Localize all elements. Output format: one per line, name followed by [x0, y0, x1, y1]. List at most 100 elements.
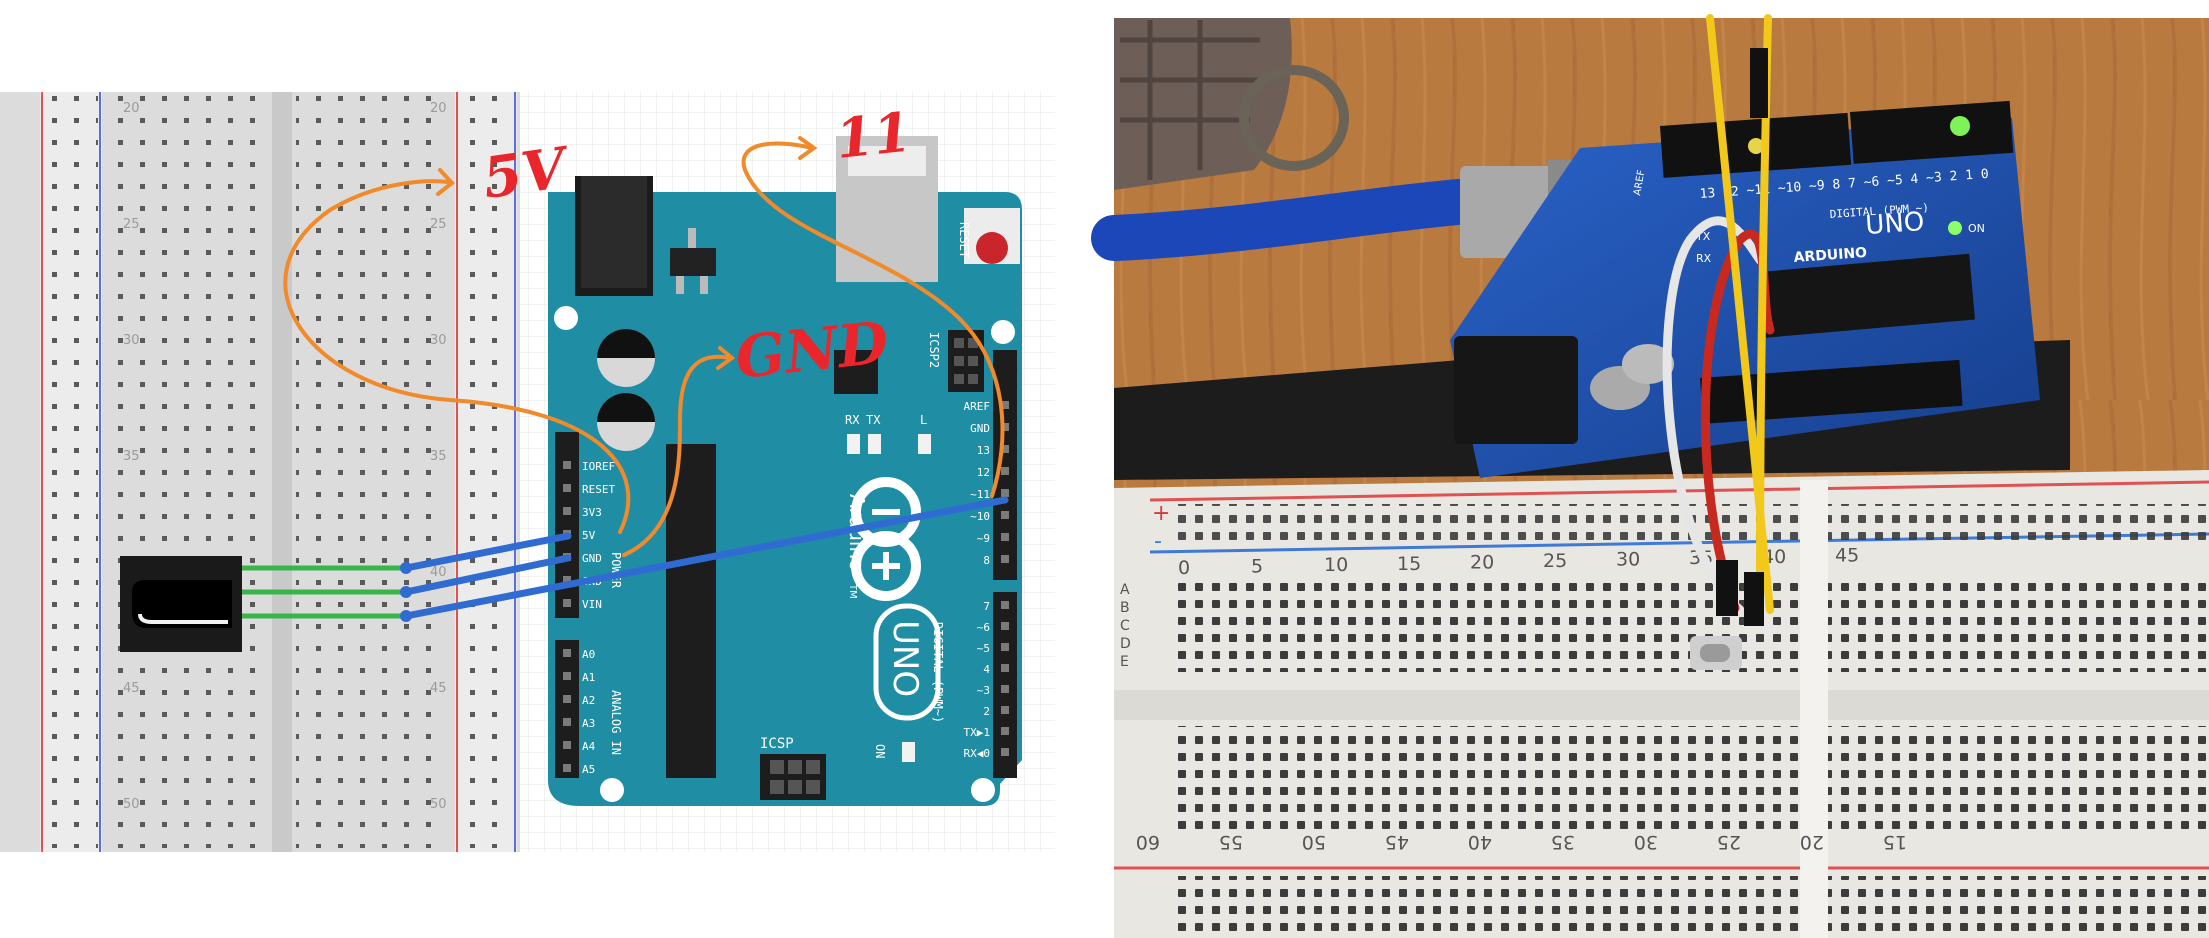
photo-row-letter: D — [1120, 636, 1131, 652]
arrow-pin-11-head — [798, 136, 818, 160]
header-pin — [1001, 622, 1009, 630]
power-pin-label: GND — [582, 552, 602, 565]
power-label: POWER — [609, 552, 623, 589]
power-pin-label: 5V — [582, 529, 596, 542]
photo-column-number: 30 — [1616, 549, 1640, 571]
photo-column-number: 60 — [1136, 831, 1160, 853]
mount-hole — [971, 778, 995, 802]
ir-receiver-sensor — [120, 556, 406, 652]
photo-arduino-board: 13 12 ~11 ~10 ~9 8 7 ~6 ~5 4 ~3 2 1 0 DI… — [1450, 100, 2040, 478]
photo-column-number: 55 — [1219, 831, 1243, 853]
digital-pin-label: GND — [970, 422, 990, 435]
photo-column-number: 5 — [1251, 556, 1263, 578]
breadboard-row-number: 30 — [430, 333, 447, 348]
digital-pin-label: ~3 — [977, 684, 990, 697]
power-pin-label: 3V3 — [582, 506, 602, 519]
photo-column-number: 45 — [1385, 831, 1409, 853]
photo-column-number: 25 — [1543, 550, 1567, 572]
photo-column-number: 45 — [1835, 544, 1859, 566]
arrow-5v — [283, 179, 631, 534]
photo-column-number: 15 — [1397, 553, 1421, 575]
digital-pin-label: ~10 — [970, 510, 990, 523]
annotation-arrows — [283, 136, 1005, 557]
photo-row-letter: C — [1120, 618, 1130, 634]
photo-power-jack — [1454, 336, 1578, 444]
mount-hole — [554, 306, 578, 330]
digital-pin-label: 13 — [977, 444, 990, 457]
usb-cable — [1091, 177, 1503, 261]
arrow-gnd — [622, 354, 732, 557]
photo-aref-label: AREF — [1632, 169, 1647, 197]
mount-hole — [600, 778, 624, 802]
header-pin — [563, 695, 571, 703]
photo-column-number: 30 — [1634, 831, 1658, 853]
photo-chip — [1760, 253, 1975, 338]
digital-pin-label: 8 — [983, 554, 990, 567]
analog-pin-label: A4 — [582, 740, 596, 753]
header-pin — [1001, 643, 1009, 651]
photo-on-label: ON — [1968, 222, 1985, 235]
digital-pin-label: 4 — [983, 663, 990, 676]
wire-yellow-short — [1756, 14, 1772, 614]
arrow-pin-11 — [741, 141, 1005, 498]
arduino-logo — [851, 477, 921, 601]
breadboard-row-number: 30 — [123, 333, 140, 348]
header-pin — [1001, 467, 1009, 475]
digital-pin-label: 2 — [983, 705, 990, 718]
header-pin — [563, 718, 571, 726]
rx-label: RX — [845, 413, 860, 427]
breadboard-row-number: 25 — [430, 217, 447, 232]
breadboard-row-number: 50 — [123, 797, 140, 812]
diagram-breadboard: 2020252530303535404045455050 — [0, 92, 520, 852]
analog-pin-label: A0 — [582, 648, 595, 661]
photo-uno: UNO — [1864, 207, 1925, 241]
header-pin — [563, 672, 571, 680]
annotation-gnd: GND — [732, 308, 891, 392]
digital-pin-label: 12 — [977, 466, 990, 479]
header-pin — [1001, 423, 1009, 431]
analog-in-label: ANALOG IN — [609, 690, 623, 755]
header-pin — [1001, 727, 1009, 735]
header-pin — [563, 484, 571, 492]
arduino-uno-board: IOREFRESET3V35VGNDGNDVINA0A1A2A3A4A5AREF… — [548, 136, 1022, 806]
photo-column-number: 20 — [1800, 831, 1824, 853]
photo-jumper-wires — [1662, 14, 1775, 626]
photo-rail-plus: + — [1152, 501, 1170, 526]
photo-rx-label: RX — [1696, 252, 1712, 265]
breadboard-row-number: 25 — [123, 217, 140, 232]
photo-column-number: 35 — [1551, 831, 1575, 853]
photo-column-number: 25 — [1717, 831, 1741, 853]
mount-hole — [991, 320, 1015, 344]
wire-5v — [402, 532, 572, 572]
header-pin — [1001, 555, 1009, 563]
digital-pin-label: 7 — [983, 600, 990, 613]
uno-badge: UNO — [885, 620, 925, 697]
annotation-11: 11 — [833, 99, 914, 171]
header-pin — [1001, 489, 1009, 497]
power-header — [555, 432, 579, 618]
photo-brand: ARDUINO — [1793, 245, 1867, 266]
icsp-label: ICSP — [760, 736, 794, 752]
photo-digital-header-2 — [1850, 100, 2014, 164]
header-pin — [1001, 706, 1009, 714]
analog-pin-label: A1 — [582, 671, 595, 684]
analog-pin-label: A3 — [582, 717, 595, 730]
photo-row-letter: E — [1120, 654, 1129, 670]
breadboard-row-number: 40 — [430, 565, 447, 580]
trademark: TM — [847, 583, 858, 599]
photo-column-number: 40 — [1468, 831, 1492, 853]
photo-row-letter: A — [1120, 582, 1130, 598]
icsp2-label: ICSP2 — [927, 332, 941, 368]
wire-gnd — [402, 554, 572, 596]
fabric-item — [1114, 18, 1292, 190]
breadboard-photo: 13 12 ~11 ~10 ~9 8 7 ~6 ~5 4 ~3 2 1 0 DI… — [1091, 14, 2209, 938]
photo-column-number: 20 — [1470, 551, 1494, 573]
photo-on-led — [1948, 221, 1962, 235]
power-pin-label: IOREF — [582, 460, 615, 473]
header-pin — [563, 764, 571, 772]
breadboard-row-number: 45 — [430, 681, 447, 696]
wire-pin-11 — [402, 496, 1009, 620]
analog-pin-label: A2 — [582, 694, 595, 707]
arrow-gnd-head — [716, 346, 736, 370]
